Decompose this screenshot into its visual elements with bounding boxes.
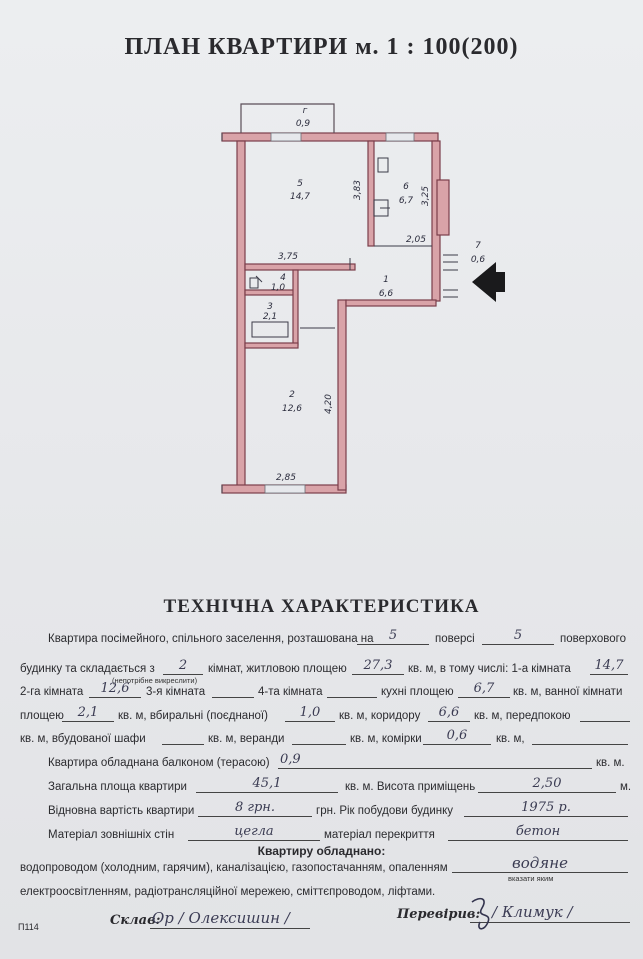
made-by-signature: Ор / Олексишин / [152,909,290,927]
line2-b: кімнат, житловою площею [208,663,347,675]
line3-c: 4-та кімната [258,686,323,698]
pantry-value: 0,6 [423,728,491,745]
toilet-value: 1,0 [285,705,335,722]
floors-total-value: 5 [482,628,554,645]
line9-a: Матеріал зовнішніх стін [48,829,175,841]
line3-a: 2-га кімната [20,686,84,698]
room-3-number: 3 [267,302,273,312]
room3-blank [212,681,254,698]
hallway-blank [580,705,630,722]
dim-2-85: 2,85 [276,473,296,483]
room-5-area: 14,7 [290,192,310,202]
tech-title: ТЕХНІЧНА ХАРАКТЕРИСТИКА [163,596,480,617]
room-7-area: 0,6 [471,255,486,265]
line2-a: будинку та складається з [20,663,155,675]
checked-by-line [470,922,630,923]
line4-d: кв. м, передпокою [474,710,571,722]
dim-3-83: 3,83 [353,180,363,200]
line3-e: кв. м, ванної кімнати [513,686,623,698]
floor-value: 5 [357,628,429,645]
cost-value: 8 грн. [198,800,312,817]
room-6-number: 6 [403,182,409,192]
balcony-label: г [303,106,308,116]
line3-d: кухні площею [381,686,454,698]
line4-b: кв. м, вбиральні (поєднаної) [118,710,268,722]
line6-a: Квартира обладнана балконом (терасою) [48,757,270,769]
balcony-area: 0,9 [296,119,311,129]
dim-3-25: 3,25 [421,186,431,206]
living-area-value: 27,3 [352,658,404,675]
year-value: 1975 р. [464,800,628,817]
line1-c: поверхового [560,633,626,645]
walls-value: цегла [188,824,320,841]
line5-b: кв. м, веранди [208,733,285,745]
line7-a: Загальна площа квартири [48,781,187,793]
line1-b: поверсі [435,633,475,645]
ceiling-value: бетон [448,824,628,841]
line1-a: Квартира посімейного, спільного заселенн… [48,633,374,645]
made-by-label: Склав: [110,913,161,928]
line5-d: кв. м, [496,733,525,745]
bath-value: 2,1 [62,705,114,722]
line10-a: водопроводом (холодним, гарячим), каналі… [20,862,448,874]
corridor-value: 6,6 [428,705,470,722]
room4-blank [327,681,377,698]
room-4-area: 1,0 [271,283,286,293]
line5-a: кв. м, вбудованої шафи [20,733,146,745]
line8-b: грн. Рік побудови будинку [316,805,454,817]
veranda-blank [292,728,346,745]
room2-value: 12,6 [89,681,141,698]
room-2-number: 2 [289,390,295,400]
line11: електроосвітленням, радіотрансляційної м… [20,886,436,898]
line4-a: площею [20,710,64,722]
rooms-count-value: 2 [163,658,203,675]
wardrobe-blank [162,728,204,745]
height-value: 2,50 [478,776,616,793]
line6-b: кв. м. [596,757,625,769]
line5-c: кв. м, комірки [350,733,422,745]
checked-by-signature: / Климук / [492,903,573,921]
total-area-value: 45,1 [196,776,338,793]
entrance-arrow-icon [472,262,505,302]
balcony-value: 0,9 [278,752,592,769]
room-4-number: 4 [280,273,286,283]
room-5-number: 5 [297,179,303,189]
line3-b: 3-я кімната [146,686,206,698]
line4-c: кв. м, коридору [339,710,421,722]
line8-a: Відновна вартість квартири [48,805,195,817]
room-1-number: 1 [383,275,389,285]
room-3-area: 2,1 [263,312,277,322]
heating-value: водяне [452,856,628,873]
dim-4-20: 4,20 [324,394,334,414]
note-which: вказати яким [508,874,554,883]
dim-2-05: 2,05 [406,235,426,245]
form-code: П114 [18,922,39,932]
room1-value: 14,7 [590,658,628,675]
room-2-area: 12,6 [282,404,302,414]
room-7-number: 7 [475,241,481,251]
line7-c: м. [620,781,632,793]
checked-by-label: Перевірив: [397,907,481,922]
room-6-area: 6,7 [399,196,414,206]
floor-plan: 5 14,7 6 6,7 1 6,6 4 1,0 3 2,1 2 12,6 7 … [221,103,505,494]
line7-b: кв. м. Висота приміщень [345,781,476,793]
line9-b: матеріал перекриття [324,829,435,841]
plan-title: ПЛАН КВАРТИРИ м. 1 : 100(200) [124,34,519,60]
made-by-line [150,928,310,929]
other-blank [532,728,628,745]
signature-mark [471,897,490,930]
note-cross: (непотрібне викреслити) [112,676,198,685]
kitchen-value: 6,7 [458,681,510,698]
equipment-title: Квартиру обладнано: [257,844,386,858]
line2-c: кв. м, в тому числі: 1-а кімната [408,663,571,675]
dim-3-75: 3,75 [278,252,298,262]
room-1-area: 6,6 [379,289,394,299]
